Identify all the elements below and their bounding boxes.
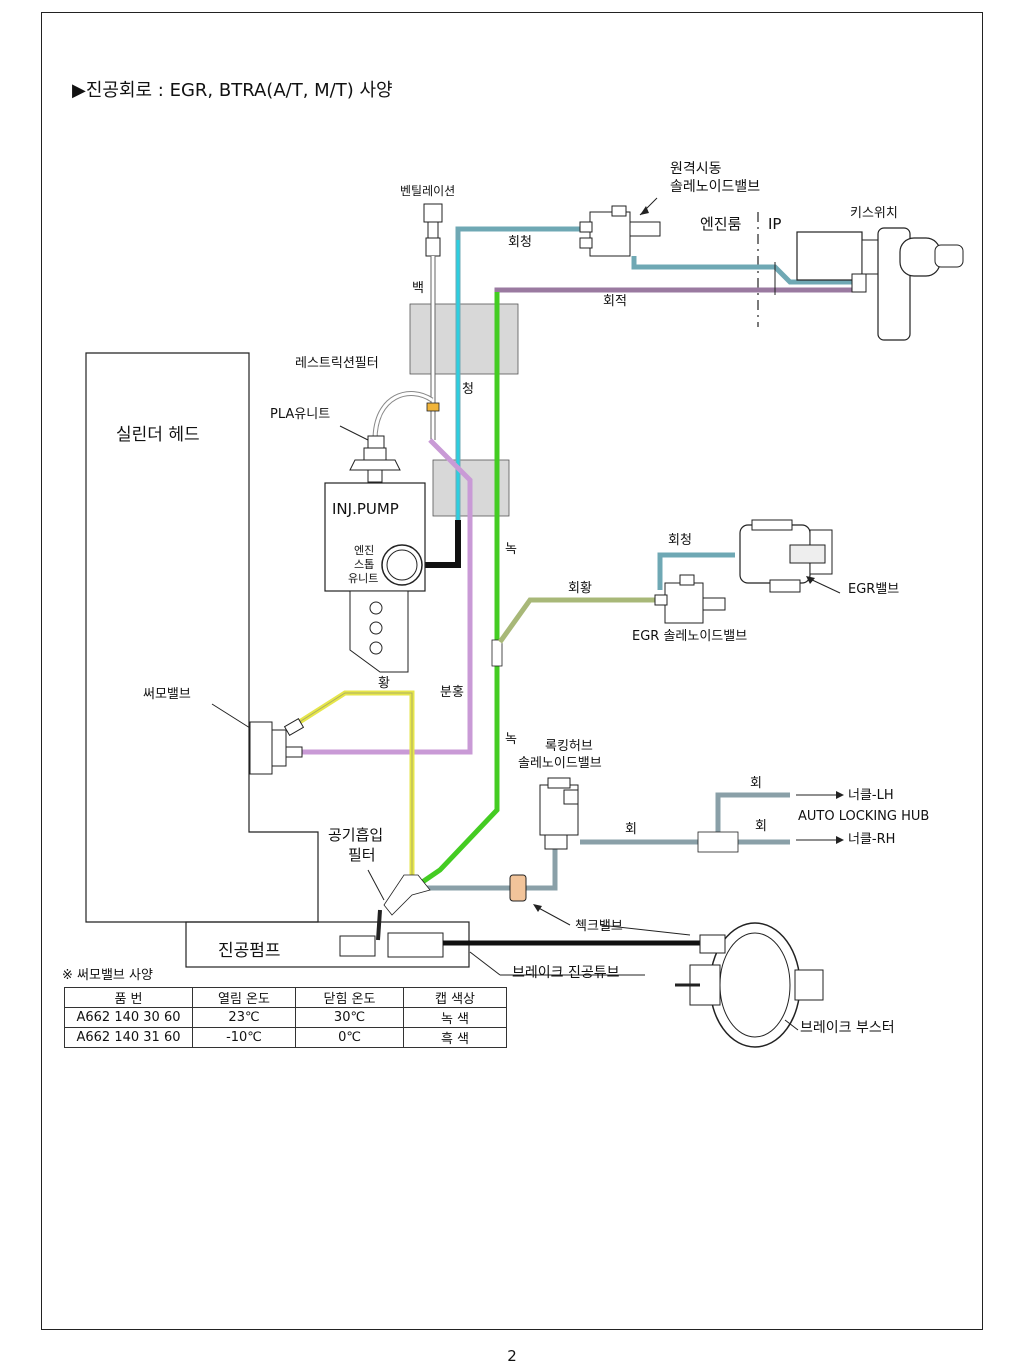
label-thermo-valve: 써모밸브 xyxy=(143,687,191,702)
label-gray-blue-1: 회청 xyxy=(508,235,532,250)
label-gray-red: 회적 xyxy=(603,294,627,309)
table-cell: A662 140 31 60 xyxy=(64,1027,193,1048)
label-green-1: 녹 xyxy=(505,542,517,557)
key-switch xyxy=(796,227,964,341)
table-cell: 23℃ xyxy=(192,1007,296,1028)
green-tee xyxy=(491,639,503,667)
table-cell: 흑 색 xyxy=(403,1027,507,1048)
label-engine-stop-1: 엔진 xyxy=(354,544,375,557)
restriction-filter xyxy=(426,402,440,412)
check-valve xyxy=(509,874,527,902)
page-frame xyxy=(41,12,983,1330)
vacuum-pump-port xyxy=(339,935,376,957)
gray-red-hose xyxy=(494,287,860,300)
label-pink: 분홍 xyxy=(440,685,464,700)
label-knuckle-rh: 너클-RH xyxy=(848,832,896,847)
label-air-intake-1: 공기흡입 xyxy=(328,826,384,844)
label-engine-room: 엔진룸 xyxy=(700,215,742,233)
table-cell: 녹 색 xyxy=(403,1007,507,1028)
label-gray-2: 회 xyxy=(625,822,637,837)
ventilation-joint xyxy=(425,237,441,257)
label-ip: IP xyxy=(768,215,782,233)
label-gray-yellow: 회황 xyxy=(568,581,592,596)
label-key-switch: 키스위치 xyxy=(850,206,898,221)
locking-hub-solenoid-part xyxy=(539,777,579,850)
air-intake-y xyxy=(383,874,431,916)
label-locking-hub-2: 솔레노이드밸브 xyxy=(518,756,602,771)
shade-box-upper xyxy=(409,303,519,375)
vacuum-pump-body xyxy=(387,932,444,958)
table-cell: 0℃ xyxy=(295,1027,404,1048)
thermo-valve-spec-table: 품 번 열림 온도 닫힘 온도 캡 색상 A662 140 30 60 23℃ … xyxy=(64,987,507,1048)
egr-valve-part xyxy=(739,519,833,593)
label-brake-booster: 브레이크 부스터 xyxy=(800,1020,895,1036)
label-green-2: 녹 xyxy=(505,732,517,747)
gray-hose-lh xyxy=(715,792,790,842)
page-title: ▶진공회로 : EGR, BTRA(A/T, M/T) 사양 xyxy=(72,80,393,101)
label-gray-1: 회 xyxy=(750,776,762,791)
hub-tee xyxy=(697,831,739,853)
thermo-valve-part xyxy=(249,717,305,775)
label-remote-start-2: 솔레노이드밸브 xyxy=(670,179,761,195)
gray-hose-check xyxy=(418,842,558,891)
table-row: A662 140 30 60 23℃ 30℃ 녹 색 xyxy=(64,1007,507,1028)
table-row: A662 140 31 60 -10℃ 0℃ 흑 색 xyxy=(64,1027,507,1048)
black-hose-stop-unit xyxy=(420,520,461,568)
label-blue: 청 xyxy=(462,382,474,397)
gray-yellow-hose xyxy=(497,597,655,644)
label-auto-locking-hub: AUTO LOCKING HUB xyxy=(798,809,930,824)
table-cell: A662 140 30 60 xyxy=(64,1007,193,1028)
table-header: 품 번 xyxy=(64,987,193,1008)
label-cylinder-head: 실린더 헤드 xyxy=(116,425,200,445)
pink-hose xyxy=(300,438,473,755)
label-white: 백 xyxy=(412,281,424,296)
label-restriction-filter: 레스트릭션필터 xyxy=(295,356,379,371)
label-knuckle-lh: 너클-LH xyxy=(848,788,894,803)
page-number: 2 xyxy=(507,1347,517,1365)
ventilation-neck xyxy=(427,221,439,239)
table-header: 캡 색상 xyxy=(403,987,507,1008)
label-check-valve: 첵크밸브 xyxy=(575,919,623,934)
table-cell: 30℃ xyxy=(295,1007,404,1028)
label-engine-stop-3: 유니트 xyxy=(348,572,379,585)
pla-unit xyxy=(349,391,434,483)
label-brake-vacuum-tube: 브레이크 진공튜브 xyxy=(512,965,620,981)
gray-blue-hose-egr xyxy=(657,552,735,590)
engine-stop-unit xyxy=(381,544,423,586)
label-remote-start-1: 원격시동 xyxy=(670,161,722,177)
label-engine-stop-2: 스톱 xyxy=(354,558,375,571)
label-inj-pump: INJ.PUMP xyxy=(332,500,399,518)
table-header-row: 품 번 열림 온도 닫힘 온도 캡 색상 xyxy=(64,987,507,1008)
table-header: 닫힘 온도 xyxy=(295,987,404,1008)
table-header: 열림 온도 xyxy=(192,987,296,1008)
cylinder-head-outline xyxy=(85,352,319,923)
label-gray-blue-2: 회청 xyxy=(668,533,692,548)
label-locking-hub-1: 록킹허브 xyxy=(545,739,593,754)
label-egr-valve: EGR밸브 xyxy=(848,582,900,597)
table-cell: -10℃ xyxy=(192,1027,296,1048)
label-pla-unit: PLA유니트 xyxy=(270,407,331,422)
label-gray-3: 회 xyxy=(755,819,767,834)
remote-start-solenoid-valve xyxy=(579,205,661,257)
label-egr-solenoid: EGR 솔레노이드밸브 xyxy=(632,629,748,644)
brake-booster-part xyxy=(675,922,824,1048)
label-ventilation: 벤틸레이션 xyxy=(400,184,456,198)
ventilation-cap xyxy=(423,203,443,223)
egr-solenoid-part xyxy=(654,574,726,624)
label-yellow: 황 xyxy=(378,676,390,691)
spec-table-caption: ※ 써모밸브 사양 xyxy=(62,968,153,983)
label-vacuum-pump: 진공펌프 xyxy=(218,941,281,961)
label-air-intake-2: 필터 xyxy=(348,846,376,864)
green-hose xyxy=(416,292,500,888)
